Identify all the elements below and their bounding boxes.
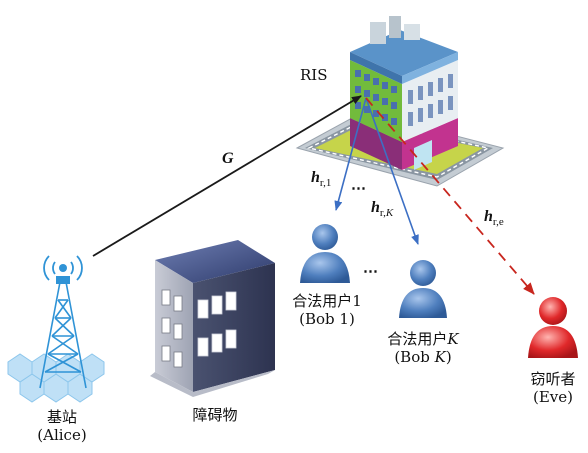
user-dots: ⋯: [363, 262, 378, 280]
bob1-label: 合法用户1 (Bob 1): [292, 292, 362, 328]
link-g: [92, 95, 362, 257]
channel-h-rk-label: hr,K: [371, 199, 394, 219]
obstacle-building-icon: [150, 240, 275, 397]
channel-dots: ⋯: [351, 179, 366, 197]
link-h-rk: [365, 97, 419, 245]
channel-g-label: G: [222, 150, 234, 167]
alice-label: 基站 (Alice): [37, 408, 87, 444]
eve-label: 窃听者 (Eve): [530, 370, 576, 406]
eavesdropper-icon: [528, 297, 578, 358]
bobk-label: 合法用户K (Bob K): [387, 330, 459, 366]
ris-building-icon: [295, 16, 505, 187]
user-bob1-icon: [300, 224, 350, 283]
obstacle-label: 障碍物: [192, 406, 238, 424]
ris-label: RIS: [300, 66, 328, 84]
base-station-tower-icon: [7, 255, 105, 403]
link-h-r1: [334, 97, 367, 211]
channel-h-re-label: hr,e: [484, 208, 504, 228]
channel-h-r1-label: hr,1: [311, 169, 332, 189]
user-bobk-icon: [399, 260, 447, 318]
link-h-re: [365, 97, 535, 295]
